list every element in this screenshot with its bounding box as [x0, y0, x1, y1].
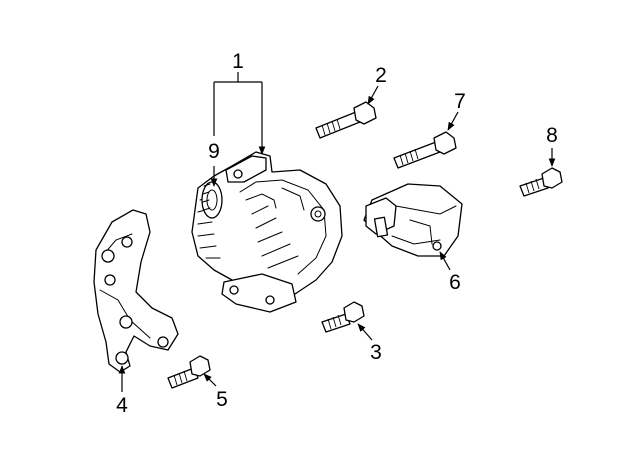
leader-3 — [357, 323, 373, 341]
bolt-2 — [315, 101, 377, 139]
bolt-5 — [167, 355, 211, 389]
callout-3: 3 — [370, 341, 382, 364]
callout-9: 9 — [208, 140, 220, 163]
leader-2 — [367, 85, 379, 105]
leader-lines — [118, 72, 556, 392]
mounting-bracket — [93, 209, 179, 373]
voltage-regulator — [363, 183, 463, 257]
alternator-assembly — [191, 151, 343, 313]
callout-6: 6 — [449, 271, 461, 294]
bolt-8 — [519, 167, 563, 197]
callout-2: 2 — [375, 64, 387, 87]
callout-5: 5 — [216, 388, 228, 411]
pulley — [201, 181, 223, 219]
bolt-7 — [393, 131, 457, 169]
callout-8: 8 — [546, 124, 558, 147]
leader-5 — [203, 373, 217, 387]
leader-6 — [439, 251, 451, 271]
callout-7: 7 — [454, 90, 466, 113]
callout-4: 4 — [116, 394, 128, 417]
callout-1: 1 — [232, 50, 244, 73]
bolt-3 — [321, 301, 365, 333]
leader-7 — [447, 111, 459, 131]
